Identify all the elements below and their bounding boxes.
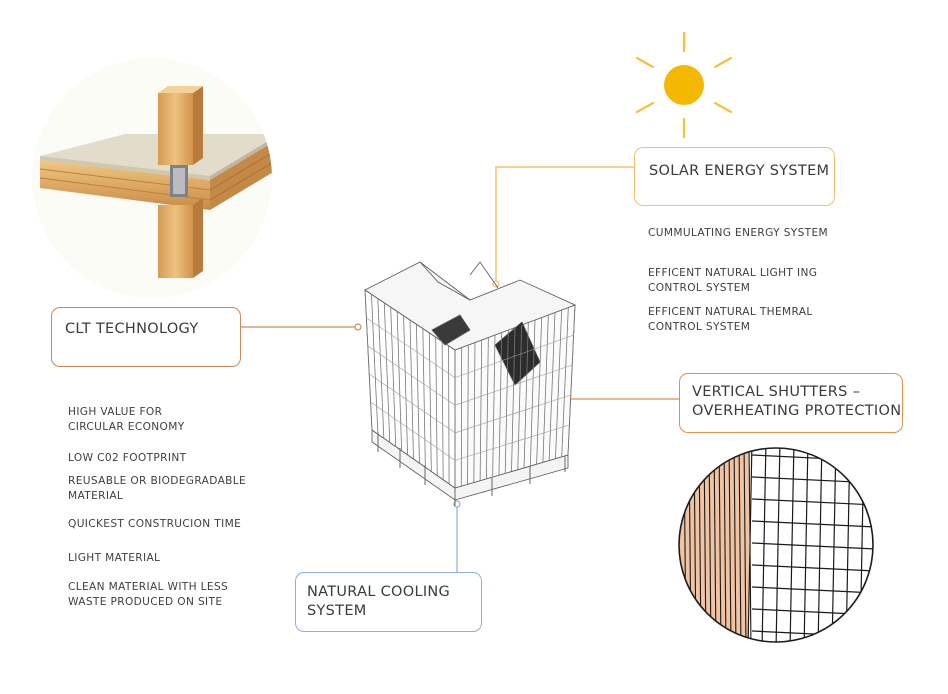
facade-fin (567, 304, 576, 456)
floor-line (366, 317, 456, 378)
shutter-fin (713, 448, 717, 642)
connector-cooling (453, 500, 461, 572)
facade-fin (523, 322, 529, 468)
facade-fin (485, 337, 489, 479)
connector-clt (241, 323, 362, 331)
note-line: WASTE PRODUCED ON SITE (68, 595, 223, 608)
facade-fin (473, 342, 476, 483)
shutter-fin (738, 448, 742, 642)
clt-note-construction-time: QUICKEST CONSTRUCION TIME (68, 517, 241, 532)
note-line: LIGHT MATERIAL (68, 552, 161, 564)
clt-note-light-material: LIGHT MATERIAL (68, 551, 160, 566)
connector-solar (492, 166, 634, 288)
facade-fin (548, 312, 556, 461)
floor-line (454, 334, 574, 378)
shutter-grid-vertical (817, 448, 823, 642)
facade-fin (555, 309, 563, 459)
facade-fin (492, 334, 496, 478)
facade-fin (504, 329, 509, 474)
facade-fin (371, 294, 379, 435)
facade-fin (448, 345, 450, 484)
facade-fin (409, 319, 414, 460)
floor-line (454, 394, 571, 434)
callout-label-line-2: OVERHEATING PROTECTION (692, 403, 902, 419)
callout-label: CLT TECHNOLOGY (65, 321, 199, 337)
facade-fin (390, 307, 397, 447)
floor-line (454, 424, 570, 461)
shutter-grid-vertical (831, 448, 837, 642)
note-line: REUSABLE OR BIODEGRADABLE (68, 475, 247, 487)
note-line: CIRCULAR ECONOMY (68, 420, 185, 433)
facade-fin (396, 311, 403, 451)
facade-fin (511, 327, 516, 472)
facade-fin (435, 337, 438, 476)
facade-fin (422, 328, 426, 468)
solar-note-thermal-control: EFFICENT NATURAL THEMRAL CONTROL SYSTEM (648, 305, 813, 334)
facade-fin (479, 339, 483, 481)
facade-fin (377, 298, 385, 439)
clt-note-reusable: REUSABLE OR BIODEGRADABLE MATERIAL (68, 474, 246, 503)
shutter-grid-vertical (747, 448, 753, 642)
facade-fin (467, 344, 469, 485)
note-line: CLEAN MATERIAL WITH LESS (68, 581, 229, 593)
facade-fin (441, 341, 444, 480)
callout-label: SOLAR ENERGY SYSTEM (649, 163, 830, 179)
floor-line (454, 364, 573, 406)
shutter-fin (733, 448, 737, 642)
floor-line (370, 401, 456, 461)
callout-label-line-1: VERTICAL SHUTTERS – (692, 384, 861, 400)
building-axonometric (364, 261, 577, 506)
facade-fin (529, 319, 536, 467)
shutter-grid-horizontal (751, 542, 873, 550)
clt-joint-detail (32, 58, 272, 298)
shutter-fin (718, 448, 722, 642)
shutter-detail (678, 447, 874, 643)
facade-fin (517, 324, 523, 470)
solar-note-cumulating: CUMMULATING ENERGY SYSTEM (648, 226, 828, 241)
callout-clt-technology: CLT TECHNOLOGY (51, 307, 241, 367)
clt-note-clean-material: CLEAN MATERIAL WITH LESS WASTE PRODUCED … (68, 580, 228, 609)
note-line: HIGH VALUE FOR (68, 406, 163, 418)
shutter-grid-horizontal (751, 564, 873, 572)
note-line: EFFICENT NATURAL THEMRAL (648, 306, 813, 318)
floor-line (369, 373, 456, 434)
callout-natural-cooling-system: NATURAL COOLING SYSTEM (295, 572, 482, 632)
facade-fin (428, 332, 432, 472)
callout-label-line-2: SYSTEM (307, 603, 367, 619)
shutter-fin (743, 448, 747, 642)
note-line: CUMMULATING ENERGY SYSTEM (648, 227, 829, 239)
floor-line (367, 345, 456, 406)
callout-label-line-1: NATURAL COOLING (307, 584, 451, 600)
note-line: QUICKEST CONSTRUCION TIME (68, 518, 242, 530)
shutter-grid-horizontal (751, 498, 873, 506)
callout-solar-energy-system: SOLAR ENERGY SYSTEM (634, 147, 835, 206)
clt-note-circular-economy: HIGH VALUE FOR CIRCULAR ECONOMY (68, 405, 185, 434)
note-line: EFFICENT NATURAL LIGHT ING (648, 267, 818, 279)
note-line: CONTROL SYSTEM (648, 281, 751, 294)
facade-fin (542, 314, 549, 463)
facade-fin (536, 317, 543, 465)
note-line: LOW C02 FOOTPRINT (68, 452, 187, 464)
shutter-grid-horizontal (751, 586, 873, 594)
facade-fin (403, 315, 408, 455)
sun-icon (635, 31, 733, 139)
clt-note-co2-footprint: LOW C02 FOOTPRINT (68, 451, 186, 466)
shutter-grid-horizontal (751, 520, 873, 528)
shutter-grid-vertical (761, 448, 767, 642)
facade-fin (498, 332, 503, 476)
note-line: MATERIAL (68, 489, 124, 502)
note-line: CONTROL SYSTEM (648, 320, 751, 333)
facade-fin (383, 302, 391, 443)
facade-fin (416, 324, 420, 464)
shutter-grid-vertical (803, 448, 809, 642)
solar-note-light-control: EFFICENT NATURAL LIGHT ING CONTROL SYSTE… (648, 266, 817, 295)
facade-fin (561, 307, 569, 457)
shutter-fin (723, 448, 727, 642)
shutter-grid-vertical (775, 448, 781, 642)
callout-vertical-shutters: VERTICAL SHUTTERS – OVERHEATING PROTECTI… (679, 373, 903, 433)
facade-fin (364, 289, 373, 431)
shutter-fin (728, 448, 732, 642)
